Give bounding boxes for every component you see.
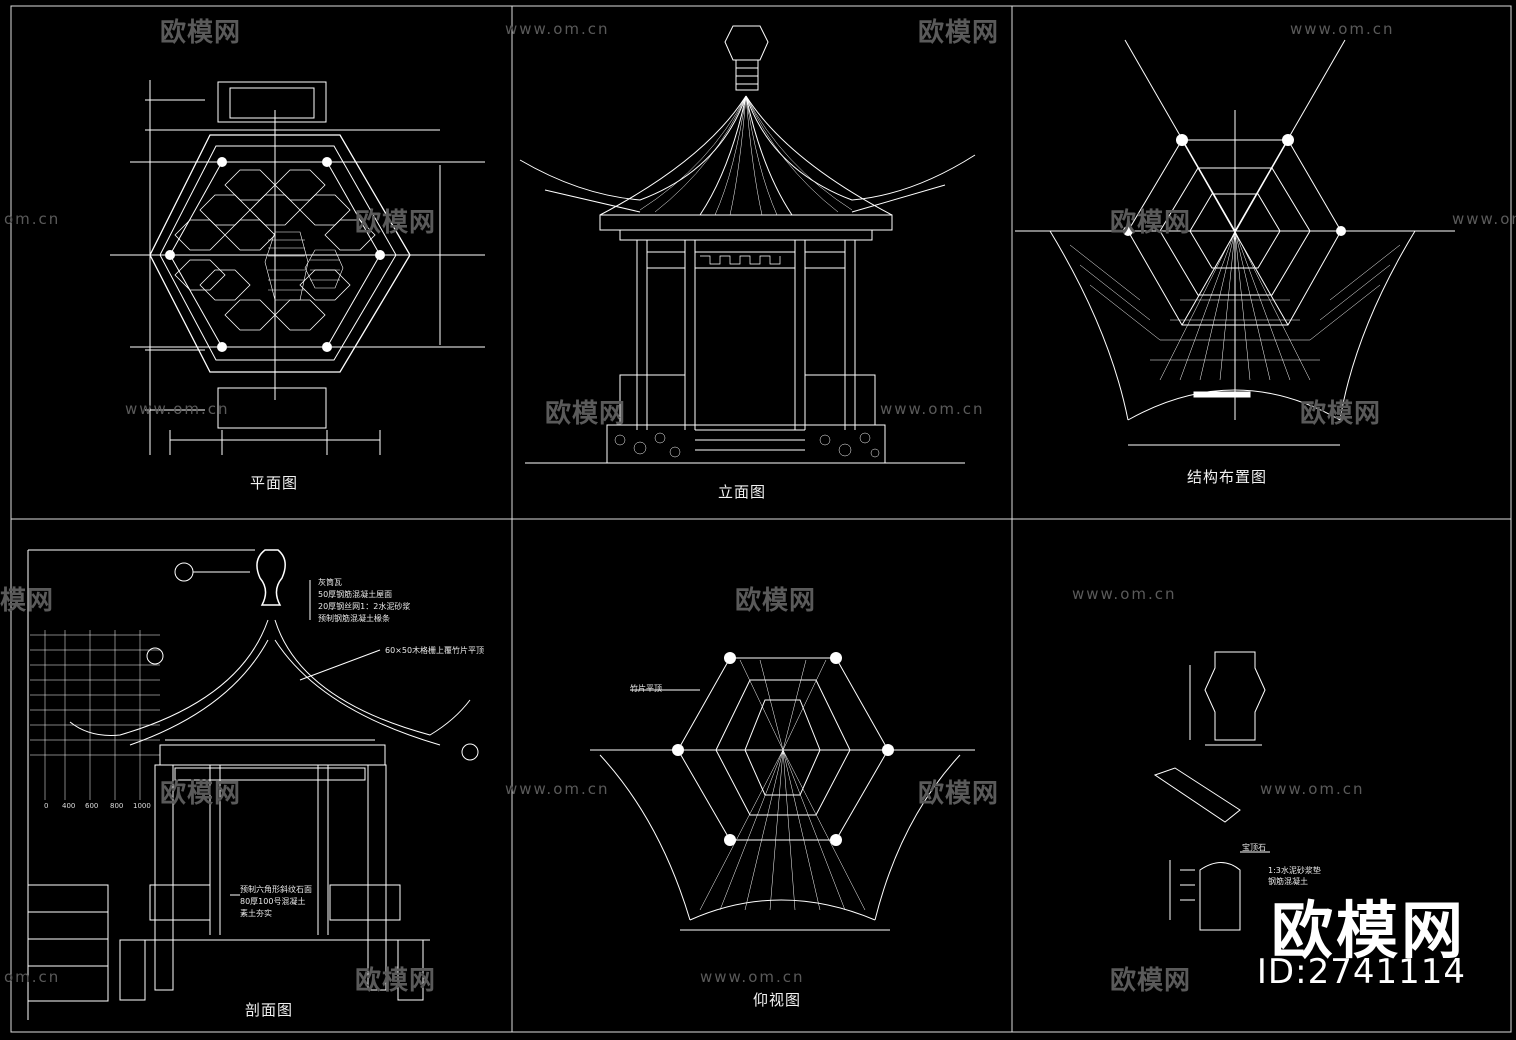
watermark-url: www.om.cn	[880, 400, 985, 418]
watermark-logo: 欧模网	[160, 18, 242, 48]
detail-note: 钢筋混凝土	[1268, 877, 1308, 886]
detail-drawing	[1153, 651, 1270, 931]
watermark-url: www.om.cn	[1260, 780, 1365, 798]
section-note-right: 60×50木格栅上覆竹片平顶	[385, 646, 485, 655]
ceiling-note: 竹片平顶	[630, 684, 662, 693]
ceiling-dots	[672, 652, 894, 846]
watermark-logo: 欧模网	[355, 208, 437, 238]
section-note: 素土夯实	[240, 909, 272, 918]
structure-drawing	[1015, 39, 1455, 446]
watermark-url: www.om.cn	[1072, 585, 1177, 603]
detail-note: 宝顶石	[1242, 843, 1266, 852]
plan-title: 平面图	[250, 474, 299, 492]
section-scale-text: 0 400 600 800 1000	[44, 802, 151, 810]
svg-text:400: 400	[62, 802, 75, 810]
section-title: 剖面图	[245, 1001, 294, 1019]
svg-text:0: 0	[44, 802, 48, 810]
detail-note: 1:3水泥砂浆垫	[1268, 866, 1321, 875]
ceiling-drawing	[590, 657, 975, 931]
watermark-url: om.cn	[4, 968, 61, 986]
watermark-url: www.om.cn	[505, 780, 610, 798]
watermark-logo: 欧模网	[735, 586, 817, 616]
watermark-logo: 欧模网	[918, 779, 1000, 809]
watermark-logo: 欧模网	[160, 779, 242, 809]
watermark-url: www.om.cn	[1290, 20, 1395, 38]
watermark-logo: 欧模网	[545, 399, 627, 429]
structure-title: 结构布置图	[1187, 468, 1268, 486]
section-drawing	[27, 549, 479, 1020]
svg-text:600: 600	[85, 802, 98, 810]
watermark-logo: 模网	[0, 586, 55, 616]
watermark-url: www.om.cn	[505, 20, 610, 38]
ceiling-title: 仰视图	[753, 991, 802, 1009]
plan-drawing	[110, 80, 485, 455]
section-note: 20厚钢丝网1：2水泥砂浆	[318, 602, 411, 611]
watermark-url: www.om.cn	[1452, 210, 1516, 228]
brand-logo: 欧模网	[1270, 894, 1466, 967]
watermark-logo: 欧模网	[1110, 208, 1192, 238]
watermark-url: om.cn	[4, 210, 61, 228]
svg-text:1000: 1000	[133, 802, 151, 810]
plan-column-dots	[165, 157, 385, 352]
section-note: 80厚100号混凝土	[240, 897, 306, 906]
elevation-drawing	[519, 25, 976, 464]
section-note: 灰筒瓦	[318, 578, 342, 587]
watermark-url: www.om.cn	[125, 400, 230, 418]
watermark-logo: 欧模网	[355, 966, 437, 996]
watermark-logo: 欧模网	[1300, 399, 1382, 429]
section-note: 预制六角形斜纹石面	[240, 885, 312, 894]
structure-dots	[1123, 134, 1346, 236]
section-note: 50厚钢筋混凝土屋面	[318, 590, 393, 599]
brand-id: ID:2741114	[1256, 952, 1466, 992]
section-note: 预制钢筋混凝土椽条	[318, 614, 390, 623]
svg-text:800: 800	[110, 802, 123, 810]
watermark-logo: 欧模网	[1110, 966, 1192, 996]
elevation-title: 立面图	[718, 483, 767, 501]
watermark-url: www.om.cn	[700, 968, 805, 986]
watermark-logo: 欧模网	[918, 18, 1000, 48]
